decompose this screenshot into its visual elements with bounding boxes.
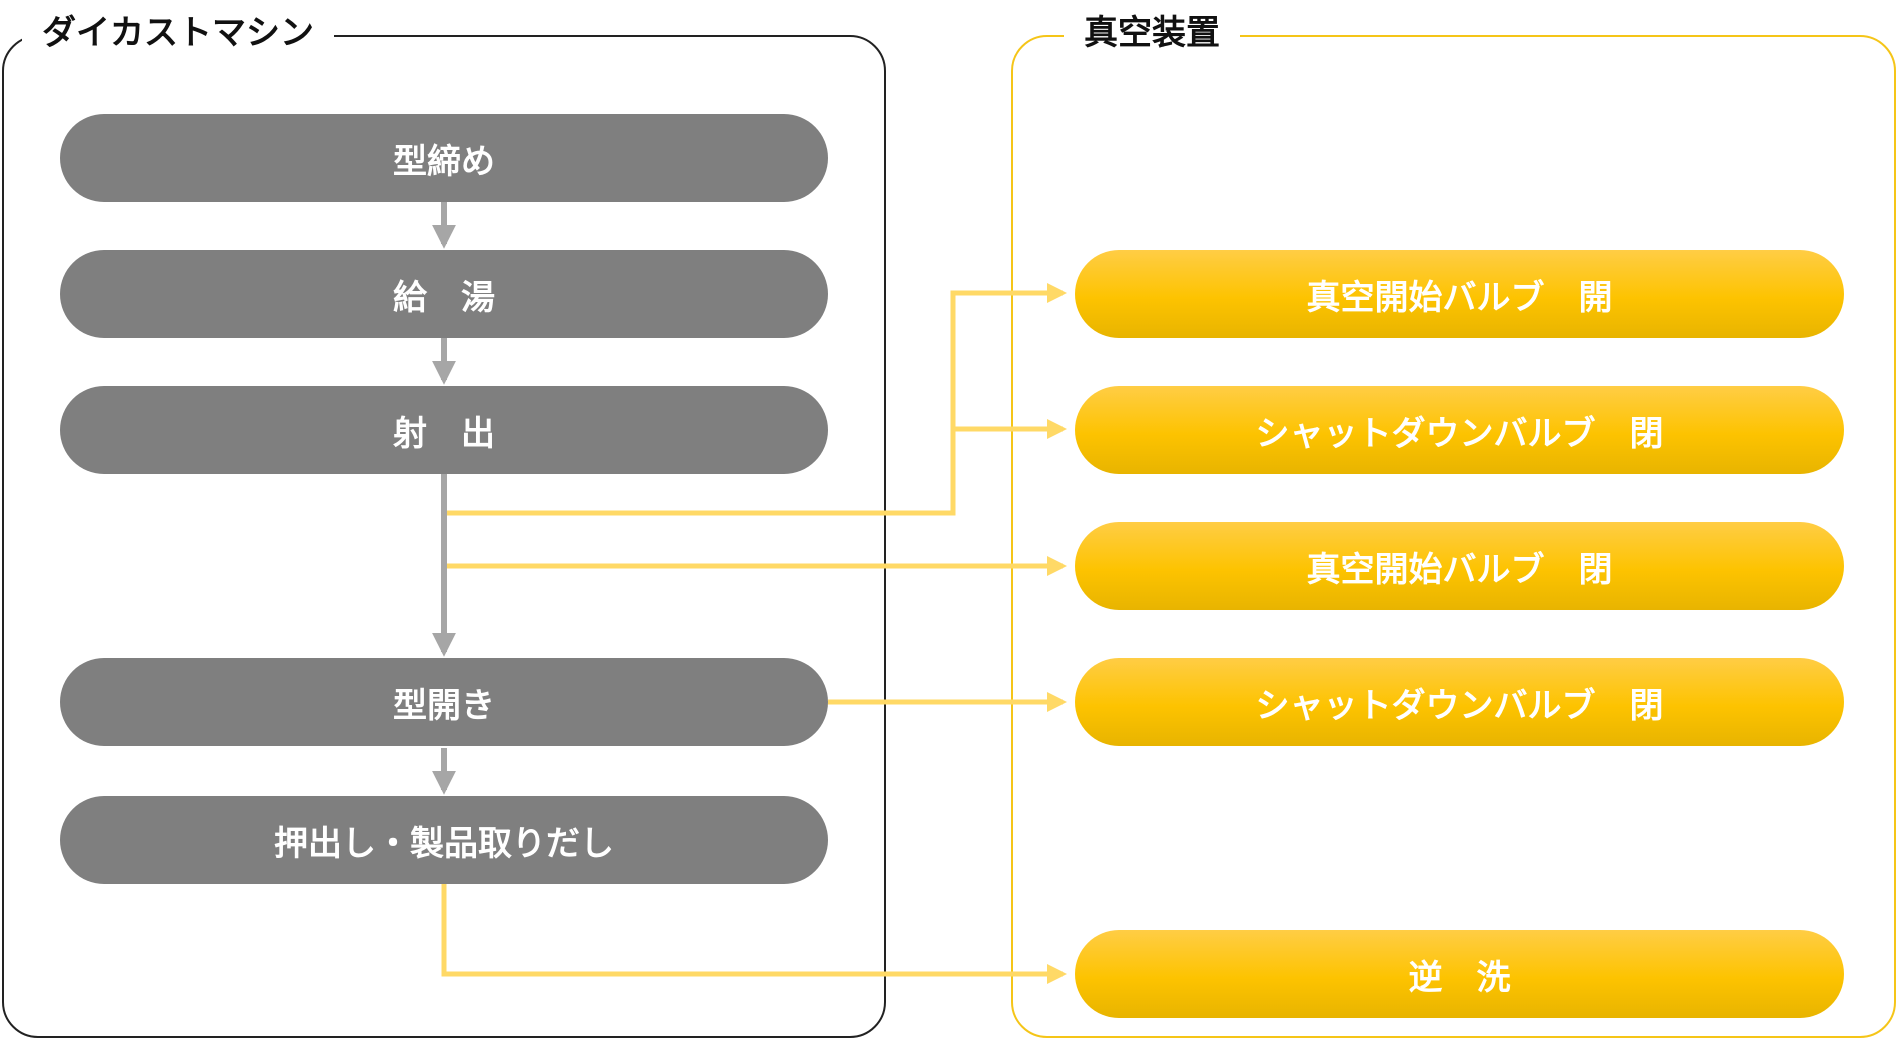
- step-ejection: 押出し・製品取りだし: [60, 796, 828, 884]
- step-injection: 射 出: [60, 386, 828, 474]
- step-vacuum-start-valve-open: 真空開始バルブ 開: [1075, 250, 1844, 338]
- step-pouring: 給 湯: [60, 250, 828, 338]
- die-casting-machine-group: [2, 35, 886, 1038]
- step-mold-clamping: 型締め: [60, 114, 828, 202]
- step-backwash: 逆 洗: [1075, 930, 1844, 1018]
- vacuum-device-group: [1011, 35, 1896, 1038]
- step-shutdown-valve-close-1: シャットダウンバルブ 閉: [1075, 386, 1844, 474]
- die-casting-machine-title: ダイカストマシン: [22, 8, 334, 58]
- step-vacuum-start-valve-close: 真空開始バルブ 閉: [1075, 522, 1844, 610]
- vacuum-device-title: 真空装置: [1064, 8, 1240, 58]
- signal-arrow-ejection-to-backwash: [441, 884, 1067, 984]
- step-shutdown-valve-close-2: シャットダウンバルブ 閉: [1075, 658, 1844, 746]
- step-mold-opening: 型開き: [60, 658, 828, 746]
- signal-arrow-injection-to-vacuum-start-open: [447, 283, 1067, 516]
